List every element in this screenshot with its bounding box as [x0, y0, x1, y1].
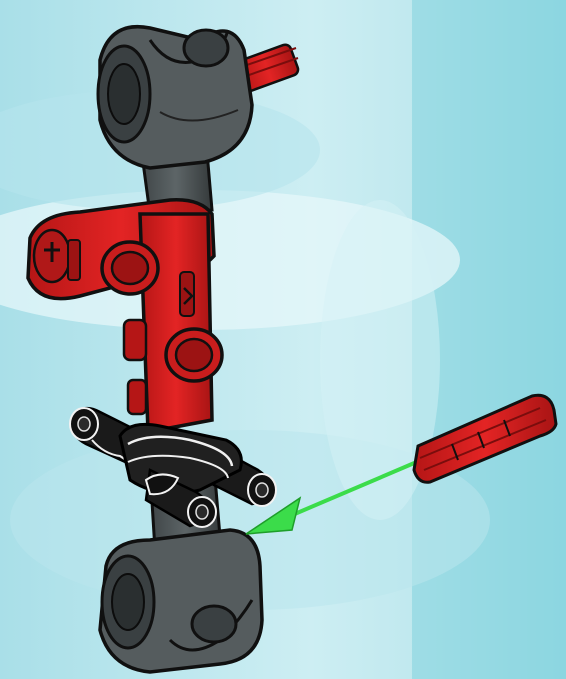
red-bushing-lower [166, 329, 222, 381]
gray-elbow-connector-top [98, 27, 252, 168]
red-bushing-upper [102, 242, 158, 294]
gray-elbow-connector-bottom [100, 530, 262, 672]
